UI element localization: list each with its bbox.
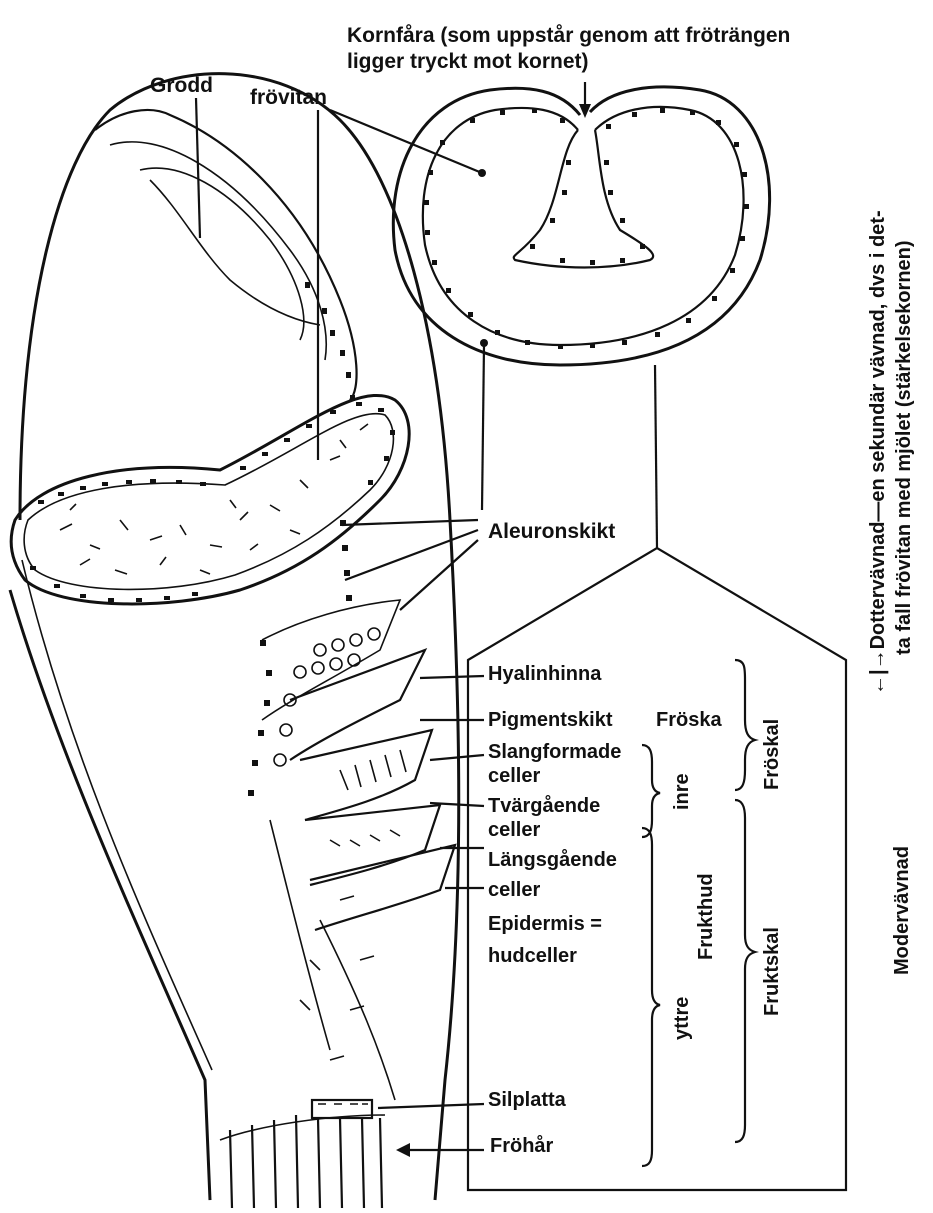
cross-section-outer [391, 85, 772, 367]
leader-slangformade [429, 753, 485, 762]
leader-aleuron-3 [399, 539, 479, 611]
label-modervavnad: Modervävnad [891, 846, 913, 975]
brace-frukthud [734, 798, 759, 1144]
label-tvargaende-2: celler [488, 819, 540, 841]
leader-aleuron-1 [341, 518, 479, 527]
leader-lines [194, 97, 848, 1192]
label-dottervavnad-1: ←|→Dottervävnad—en sekundär vävnad, dvs … [867, 210, 889, 695]
label-inre: inre [671, 773, 693, 810]
label-grodd: Grodd [150, 74, 213, 97]
label-aleuronskikt: Aleuronskikt [488, 520, 615, 543]
seed-hair-base [219, 1098, 386, 1209]
endosperm-cut-surface [9, 394, 411, 606]
grain-left-wall-inner [21, 559, 213, 1071]
grain-illustration [8, 72, 461, 1209]
label-epidermis-1: Epidermis = [488, 913, 602, 935]
embryo-outline [94, 108, 358, 401]
embryo-inner-1 [109, 141, 328, 361]
label-tvargaende-1: Tvärgående [488, 794, 600, 817]
label-langsgaende-1: Längsgående [488, 848, 617, 871]
crease-arrowhead [579, 104, 591, 118]
crease-fold [512, 129, 655, 269]
embryo-core [149, 179, 321, 326]
label-kornfara-1: Kornfåra (som uppstår genom att fröträng… [347, 24, 790, 47]
bracket-cross-link [653, 364, 659, 549]
label-dottervavnad-2: ta fall frövitan med mjölet (stärkelseko… [893, 240, 915, 655]
label-epidermis-2: hudceller [488, 945, 577, 967]
aleurone-cells-cut [30, 282, 395, 796]
label-frukthud: Frukthud [695, 873, 717, 960]
grain-cross-section [391, 82, 772, 367]
brace-yttre [641, 826, 661, 1168]
label-yttre: yttre [671, 997, 693, 1040]
leader-frovitan-cross [329, 108, 483, 175]
embryo-inner-2 [139, 167, 305, 341]
leader-aleuron-up [480, 344, 486, 511]
braces [641, 658, 759, 1168]
grain-outer-shell [18, 72, 461, 1201]
leader-silplatta [377, 1102, 485, 1110]
leader-tvargaende [429, 801, 485, 808]
label-slangformade-1: Slangformade [488, 741, 621, 763]
grain-left-wall [8, 589, 212, 1201]
brace-inre [641, 743, 661, 839]
leader-hyalinhinna [419, 674, 485, 680]
label-box-outline [466, 546, 848, 1192]
label-frohar: Fröhår [490, 1134, 554, 1157]
endosperm-cut-inner [23, 412, 395, 591]
label-froskal: Fröskal [761, 719, 783, 790]
label-kornfara-2: ligger tryckt mot kornet) [347, 50, 589, 73]
label-silplatta: Silplatta [488, 1089, 567, 1111]
label-fruktskal: Fruktskal [761, 927, 783, 1016]
label-langsgaende-2: celler [488, 879, 540, 901]
label-hyalinhinna: Hyalinhinna [488, 663, 602, 685]
cross-section-aleurone-dot [480, 339, 488, 347]
frohar-arrowhead [396, 1143, 410, 1157]
brace-froska [734, 658, 759, 792]
label-frovitan: frövitan [250, 86, 327, 109]
label-slangformade-2: celler [488, 765, 540, 787]
endosperm-texture [59, 423, 369, 575]
leader-aleuron-2 [344, 528, 479, 582]
tissue-layers [261, 599, 457, 1101]
label-pigmentskikt: Pigmentskikt [488, 709, 613, 731]
label-froska: Fröska [656, 709, 722, 731]
leader-grodd [194, 97, 202, 239]
cross-section-cells [424, 108, 749, 349]
labels: Kornfåra (som uppstår genom att fröträng… [150, 24, 915, 1157]
cross-section-inner [421, 105, 745, 347]
